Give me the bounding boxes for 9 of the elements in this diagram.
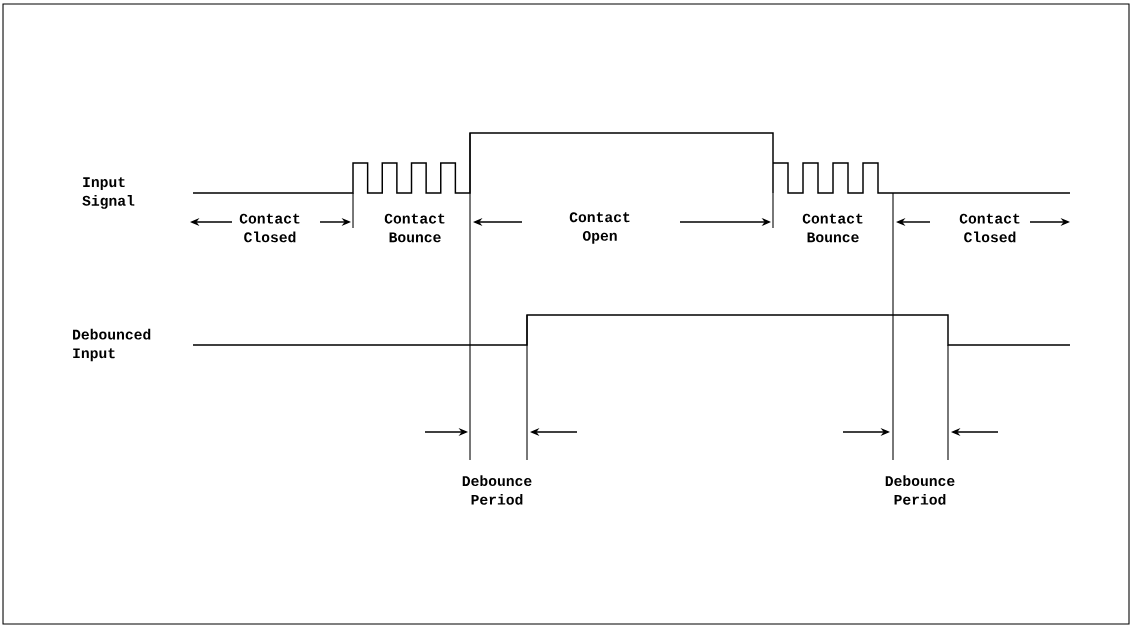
signal-label: Input Signal: [82, 177, 135, 209]
timing-label: Debounce Period: [462, 475, 532, 505]
timing-label: Contact Bounce: [802, 213, 863, 243]
timing-label: Contact Closed: [959, 213, 1020, 243]
signal-label: Debounced Input: [73, 328, 151, 362]
timing-label: Contact Open: [569, 212, 630, 244]
timing-label: Contact Closed: [239, 213, 300, 243]
timing-label: Debounce Period: [885, 475, 955, 505]
timing-label: Contact Bounce: [384, 213, 445, 243]
